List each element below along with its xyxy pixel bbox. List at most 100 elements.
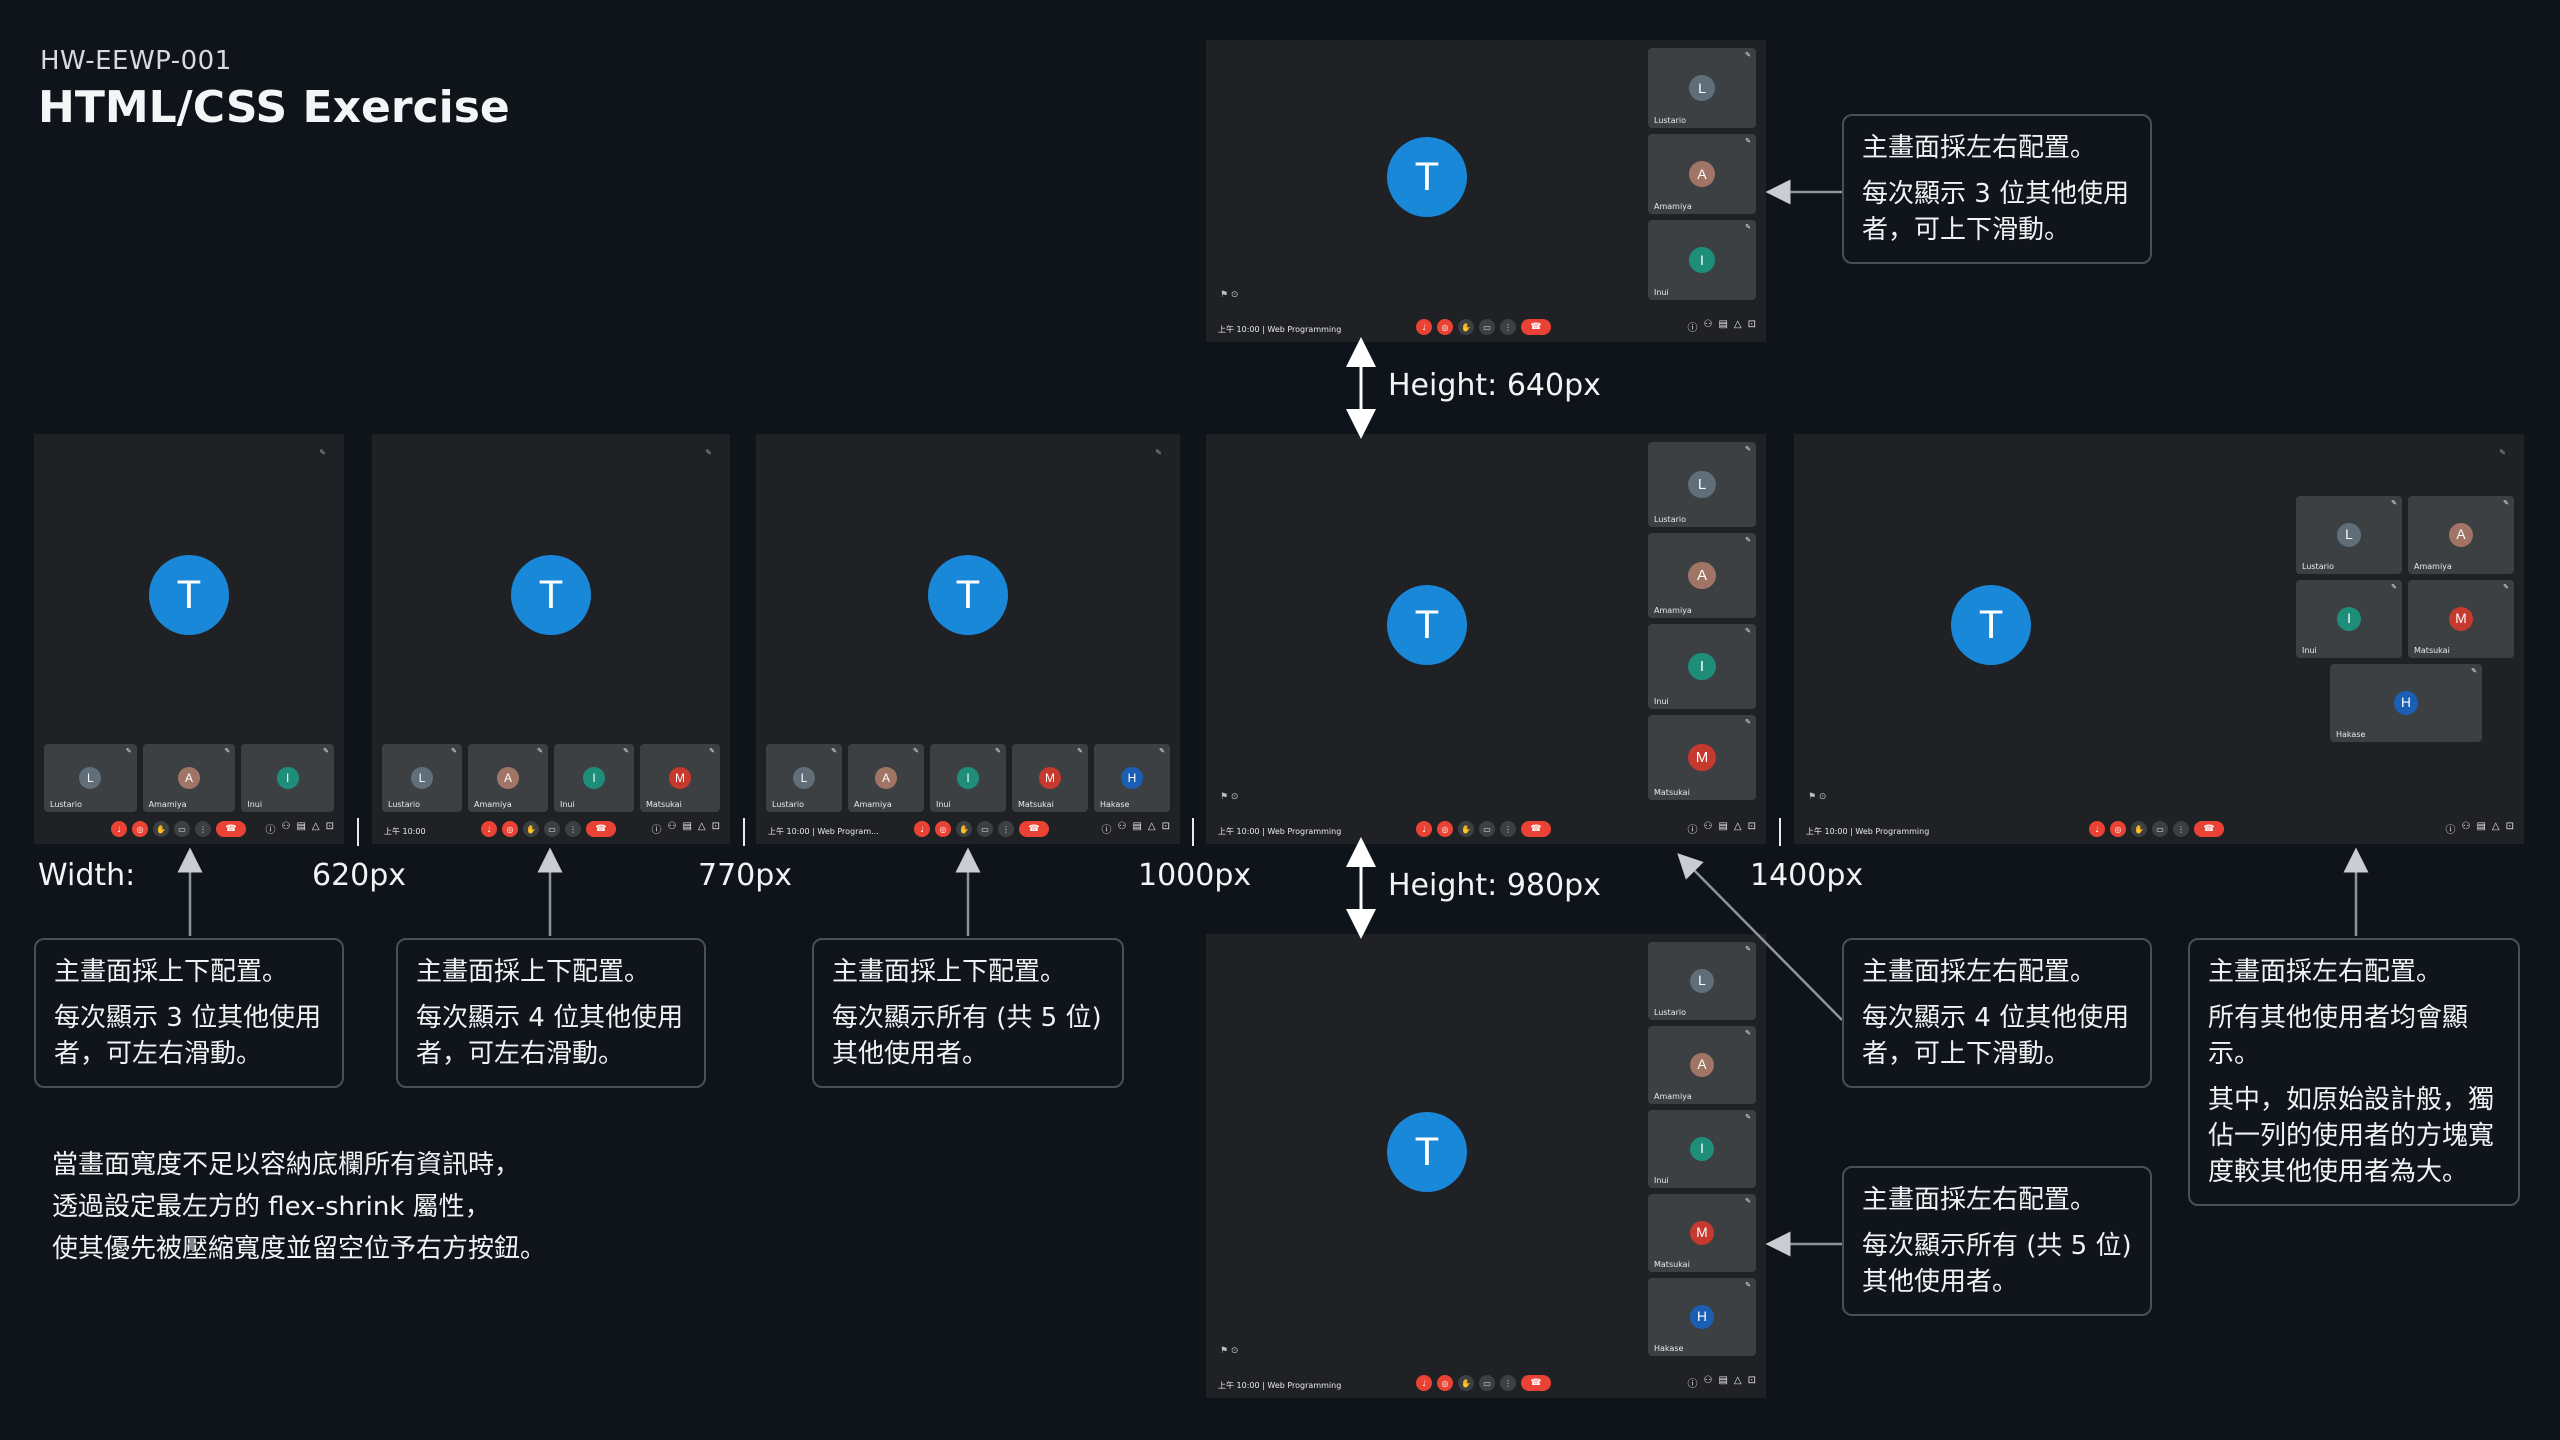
mic-off-button[interactable]: ♩ [481,821,497,837]
camera-off-button[interactable]: ◎ [2110,821,2126,837]
present-button[interactable]: ▭ [1479,1375,1495,1391]
mic-off-button[interactable]: ♩ [1416,821,1432,837]
more-options-button[interactable]: ⋮ [565,821,581,837]
info-icon[interactable]: ⓘ [1687,825,1698,836]
chat-icon[interactable]: ▤ [296,821,306,832]
end-call-button[interactable]: ☎ [1521,1375,1551,1391]
lock-icon[interactable]: ⊡ [711,821,720,832]
end-call-button[interactable]: ☎ [1521,821,1551,837]
more-options-button[interactable]: ⋮ [2173,821,2189,837]
camera-off-button[interactable]: ◎ [502,821,518,837]
mic-off-button[interactable]: ♩ [2089,821,2105,837]
chat-icon[interactable]: ▤ [682,821,692,832]
chat-icon[interactable]: ▤ [1132,821,1142,832]
end-call-button[interactable]: ☎ [1521,319,1551,335]
info-icon[interactable]: ⓘ [1101,825,1112,836]
mic-off-button[interactable]: ♩ [111,821,127,837]
present-button[interactable]: ▭ [1479,319,1495,335]
raise-hand-button[interactable]: ✋ [1458,319,1474,335]
activities-icon[interactable]: △ [1733,1375,1742,1386]
activities-icon[interactable]: △ [1733,821,1742,832]
info-icon[interactable]: ⓘ [1687,1379,1698,1390]
camera-off-button[interactable]: ◎ [1437,319,1453,335]
raise-hand-button[interactable]: ✋ [956,821,972,837]
end-call-button[interactable]: ☎ [586,821,616,837]
people-icon[interactable]: ⚇ [1703,821,1713,832]
chat-icon[interactable]: ▤ [1718,319,1728,330]
activities-icon[interactable]: △ [697,821,706,832]
lock-icon[interactable]: ⊡ [1747,1375,1756,1386]
more-options-button[interactable]: ⋮ [195,821,211,837]
people-icon[interactable]: ⚇ [1117,821,1127,832]
more-options-button[interactable]: ⋮ [998,821,1014,837]
end-call-button[interactable]: ☎ [1019,821,1049,837]
people-icon[interactable]: ⚇ [1703,319,1713,330]
people-icon[interactable]: ⚇ [281,821,291,832]
more-options-button[interactable]: ⋮ [1500,1375,1516,1391]
activities-icon[interactable]: △ [2491,821,2500,832]
people-icon[interactable]: ⚇ [667,821,677,832]
activities-icon[interactable]: △ [1733,319,1742,330]
activities-icon[interactable]: △ [311,821,320,832]
lock-icon[interactable]: ⊡ [1747,821,1756,832]
lock-icon[interactable]: ⊡ [325,821,334,832]
end-call-button[interactable]: ☎ [2194,821,2224,837]
raise-hand-button[interactable]: ✋ [523,821,539,837]
mic-off-button[interactable]: ♩ [1416,1375,1432,1391]
present-button[interactable]: ▭ [544,821,560,837]
lock-icon[interactable]: ⊡ [2505,821,2514,832]
chat-icon[interactable]: ▤ [2476,821,2486,832]
camera-off-button[interactable]: ◎ [1437,1375,1453,1391]
raise-hand-button[interactable]: ✋ [1458,821,1474,837]
more-options-button[interactable]: ⋮ [1500,821,1516,837]
present-button[interactable]: ▭ [977,821,993,837]
info-icon[interactable]: ⓘ [651,825,662,836]
mic-off-button[interactable]: ♩ [1416,319,1432,335]
chat-icon[interactable]: ▤ [1718,821,1728,832]
raise-hand-button[interactable]: ✋ [1458,1375,1474,1391]
camera-off-button[interactable]: ◎ [132,821,148,837]
more-options-button[interactable]: ⋮ [1500,319,1516,335]
activities-icon[interactable]: △ [1147,821,1156,832]
info-icon[interactable]: ⓘ [2445,825,2456,836]
people-icon[interactable]: ⚇ [1703,1375,1713,1386]
camera-off-button[interactable]: ◎ [1437,821,1453,837]
present-button[interactable]: ▭ [1479,821,1495,837]
lock-icon[interactable]: ⊡ [1161,821,1170,832]
info-icon[interactable]: ⓘ [1687,323,1698,334]
present-button[interactable]: ▭ [174,821,190,837]
end-call-button[interactable]: ☎ [216,821,246,837]
raise-hand-button[interactable]: ✋ [153,821,169,837]
present-button[interactable]: ▭ [2152,821,2168,837]
info-icon[interactable]: ⓘ [265,825,276,836]
